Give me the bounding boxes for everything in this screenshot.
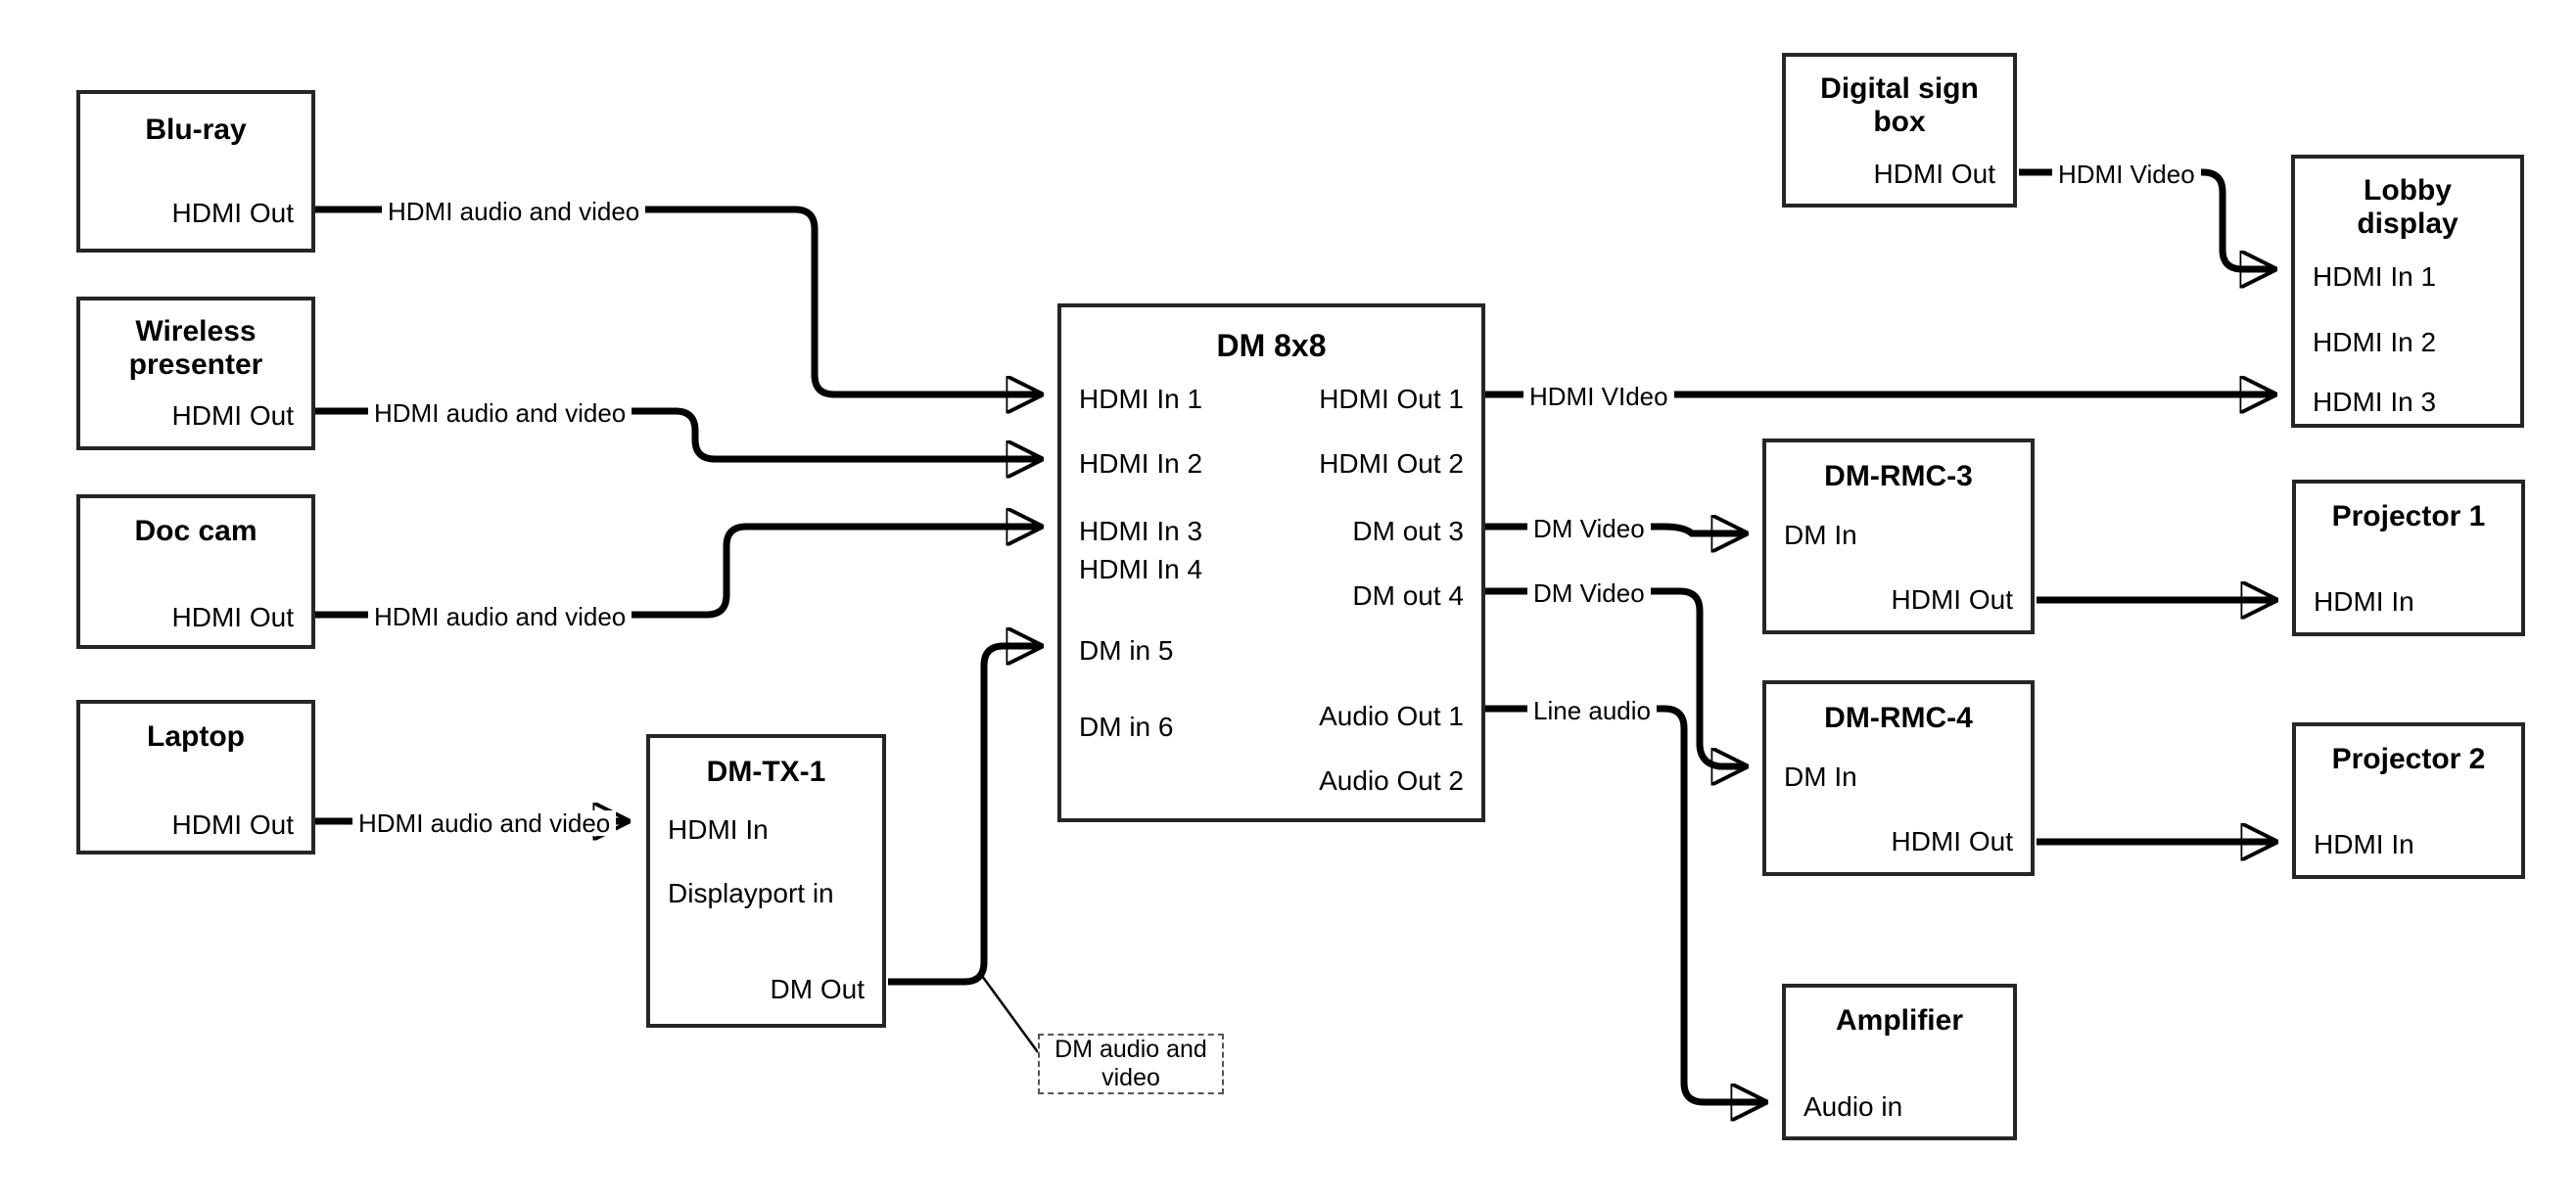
port-rmc3-dm-in[interactable]: DM In [1784, 520, 1857, 550]
port-dm8x8-hdmi-in-3[interactable]: HDMI In 3 [1079, 516, 1203, 546]
edge-label-dm8x8-out4-to-rmc4: DM Video [1527, 580, 1651, 606]
port-rmc3-hdmi-out[interactable]: HDMI Out [1891, 584, 2013, 615]
node-doc-cam[interactable]: Doc cam HDMI Out [76, 494, 315, 649]
port-wireless-hdmi-out[interactable]: HDMI Out [171, 400, 294, 431]
node-lobby-display-title-line2: display [2357, 207, 2459, 240]
port-lobby-hdmi-in-3[interactable]: HDMI In 3 [2313, 387, 2437, 417]
port-dmtx1-displayport-in[interactable]: Displayport in [668, 878, 834, 908]
port-lobby-hdmi-in-2[interactable]: HDMI In 2 [2313, 327, 2437, 357]
node-bluray[interactable]: Blu-ray HDMI Out [76, 90, 315, 253]
edge-label-doccam-to-dm8x8: HDMI audio and video [368, 604, 632, 629]
node-lobby-display-title: Lobby display [2295, 174, 2520, 240]
node-dm-tx-1[interactable]: DM-TX-1 HDMI In Displayport in DM Out [646, 734, 886, 1028]
callout-note-line1: DM audio and [1054, 1036, 1207, 1064]
port-rmc4-dm-in[interactable]: DM In [1784, 762, 1857, 792]
edge-label-laptop-to-dmtx1: HDMI audio and video [352, 810, 617, 836]
callout-leader-dm-audio-video [980, 975, 1040, 1053]
port-laptop-hdmi-out[interactable]: HDMI Out [171, 809, 294, 840]
node-dm-rmc-3[interactable]: DM-RMC-3 DM In HDMI Out [1762, 439, 2035, 634]
port-bluray-hdmi-out[interactable]: HDMI Out [171, 198, 294, 228]
port-dm8x8-dm-in-5[interactable]: DM in 5 [1079, 635, 1174, 666]
wire-bluray-to-dm8x8 [315, 206, 1040, 394]
wire-dm8x8-out4-to-rmc4 [1485, 587, 1745, 766]
port-dmtx1-dm-out[interactable]: DM Out [770, 974, 865, 1004]
node-digital-sign-box-title-line2: box [1873, 105, 1926, 138]
node-wireless-presenter-title-line2: presenter [128, 347, 263, 381]
node-lobby-display[interactable]: Lobby display HDMI In 1 HDMI In 2 HDMI I… [2291, 155, 2524, 428]
node-projector-1[interactable]: Projector 1 HDMI In [2292, 480, 2525, 636]
node-wireless-presenter-title-line1: Wireless [135, 315, 257, 347]
node-lobby-display-title-line1: Lobby [2364, 174, 2452, 207]
port-amplifier-audio-in[interactable]: Audio in [1803, 1091, 1903, 1122]
port-signbox-hdmi-out[interactable]: HDMI Out [1873, 159, 1995, 189]
node-doc-cam-title: Doc cam [134, 515, 258, 547]
node-dm-8x8[interactable]: DM 8x8 HDMI In 1 HDMI In 2 HDMI In 3 HDM… [1057, 303, 1485, 822]
node-dm-rmc-4-title: DM-RMC-4 [1824, 702, 1973, 734]
port-dmtx1-hdmi-in[interactable]: HDMI In [668, 814, 769, 845]
port-dm8x8-hdmi-out-1[interactable]: HDMI Out 1 [1319, 384, 1464, 414]
node-amplifier[interactable]: Amplifier Audio in [1782, 984, 2017, 1140]
port-dm8x8-dm-out-4[interactable]: DM out 4 [1352, 580, 1464, 611]
node-dm-tx-1-title: DM-TX-1 [706, 756, 826, 788]
node-digital-sign-box-title: Digital sign box [1786, 72, 2013, 138]
node-projector-2-title: Projector 2 [2331, 743, 2486, 775]
node-dm-8x8-title: DM 8x8 [1216, 328, 1327, 363]
node-digital-sign-box-title-line1: Digital sign [1820, 72, 1979, 105]
edge-label-dm8x8-audio-to-amp: Line audio [1527, 698, 1657, 723]
port-dm8x8-hdmi-out-2[interactable]: HDMI Out 2 [1319, 448, 1464, 479]
node-wireless-presenter-title: Wireless presenter [80, 315, 311, 381]
port-dm8x8-dm-in-6[interactable]: DM in 6 [1079, 712, 1174, 742]
edge-label-dm8x8-out1-to-lobby: HDMI VIdeo [1523, 384, 1674, 409]
node-projector-2[interactable]: Projector 2 HDMI In [2292, 722, 2525, 879]
port-rmc4-hdmi-out[interactable]: HDMI Out [1891, 826, 2013, 856]
node-dm-rmc-4[interactable]: DM-RMC-4 DM In HDMI Out [1762, 680, 2035, 876]
port-dm8x8-audio-out-1[interactable]: Audio Out 1 [1319, 701, 1464, 731]
node-laptop-title: Laptop [147, 720, 245, 753]
wire-dm8x8-audioout1-to-amp [1485, 705, 1764, 1102]
node-projector-1-title: Projector 1 [2331, 500, 2486, 532]
edge-label-wireless-to-dm8x8: HDMI audio and video [368, 400, 632, 426]
node-digital-sign-box[interactable]: Digital sign box HDMI Out [1782, 53, 2017, 208]
node-amplifier-title: Amplifier [1835, 1004, 1964, 1037]
port-dm8x8-hdmi-in-1[interactable]: HDMI In 1 [1079, 384, 1203, 414]
edge-label-bluray-to-dm8x8: HDMI audio and video [382, 199, 646, 224]
port-lobby-hdmi-in-1[interactable]: HDMI In 1 [2313, 261, 2437, 292]
wire-dmtx1-to-dm8x8 [888, 646, 1040, 986]
port-projector-2-hdmi-in[interactable]: HDMI In [2314, 829, 2414, 859]
node-laptop[interactable]: Laptop HDMI Out [76, 700, 315, 855]
port-dm8x8-dm-out-3[interactable]: DM out 3 [1352, 516, 1464, 546]
port-doccam-hdmi-out[interactable]: HDMI Out [171, 602, 294, 632]
port-dm8x8-hdmi-in-4[interactable]: HDMI In 4 [1079, 554, 1203, 584]
port-projector-1-hdmi-in[interactable]: HDMI In [2314, 586, 2414, 617]
port-dm8x8-hdmi-in-2[interactable]: HDMI In 2 [1079, 448, 1203, 479]
edge-label-dm8x8-out3-to-rmc3: DM Video [1527, 516, 1651, 541]
port-dm8x8-audio-out-2[interactable]: Audio Out 2 [1319, 765, 1464, 796]
edge-label-signbox-to-lobby: HDMI Video [2052, 162, 2201, 187]
node-wireless-presenter[interactable]: Wireless presenter HDMI Out [76, 297, 315, 450]
node-bluray-title: Blu-ray [145, 114, 247, 146]
callout-note-dm-audio-video: DM audio and video [1038, 1034, 1224, 1094]
callout-note-line2: video [1101, 1064, 1160, 1091]
node-dm-rmc-3-title: DM-RMC-3 [1824, 460, 1973, 492]
